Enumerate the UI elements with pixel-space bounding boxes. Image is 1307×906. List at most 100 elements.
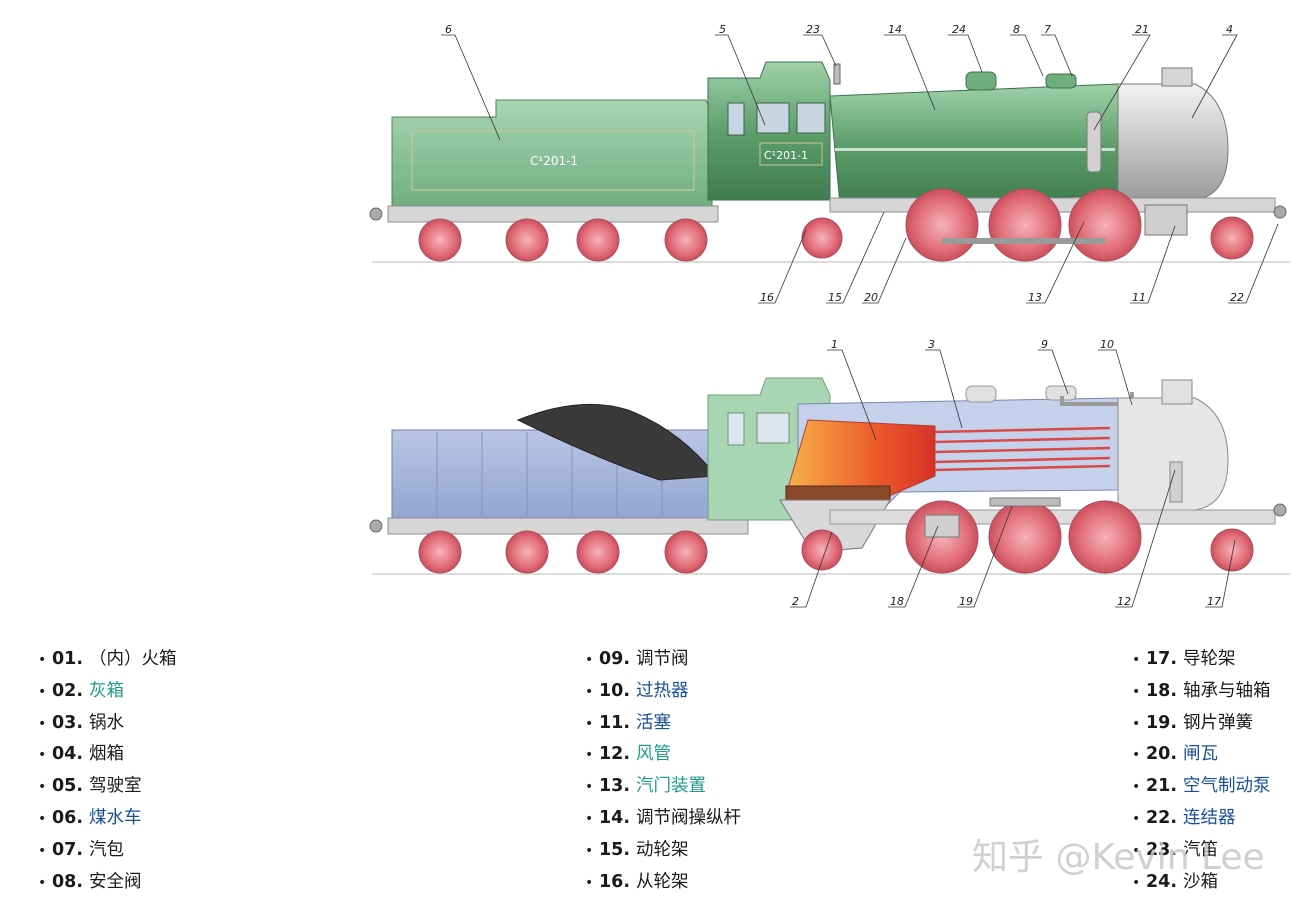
driving-wheel [988, 500, 1062, 574]
legend-item: 04.烟箱 [38, 741, 177, 773]
callout-21: 21 [1135, 23, 1149, 36]
legend-item-number: 12. [599, 744, 631, 765]
driving-wheel [1068, 188, 1142, 262]
legend-item: 18.轴承与轴箱 [1132, 678, 1271, 710]
legend-item-link[interactable]: 风管 [636, 744, 672, 765]
legend-item: 19.钢片弹簧 [1132, 710, 1271, 742]
legend-item-link[interactable]: 闸瓦 [1183, 744, 1219, 765]
legend-item[interactable]: 02.灰箱 [38, 678, 177, 710]
legend-item-link[interactable]: 过热器 [636, 680, 689, 701]
legend-item-label: 调节阀 [636, 649, 689, 669]
wheel [418, 218, 462, 262]
legend-item[interactable]: 20.闸瓦 [1132, 741, 1271, 773]
wheel [505, 530, 549, 574]
coal-pile [516, 403, 717, 481]
legend-item-number: 16. [599, 871, 631, 892]
legend-item[interactable]: 13.汽门装置 [585, 773, 741, 805]
cab-window-bottom-2 [756, 412, 790, 444]
callout-15: 15 [828, 291, 842, 304]
callout-1: 1 [831, 338, 838, 351]
legend-item: 05.驾驶室 [38, 773, 177, 805]
legend-item-link[interactable]: 连结器 [1183, 807, 1236, 828]
callout-10: 10 [1100, 338, 1114, 351]
legend-item-link[interactable]: 汽门装置 [636, 776, 707, 797]
boiler-tubes [934, 426, 1111, 472]
connecting-rod [942, 238, 1105, 244]
legend-item-number: 13. [599, 776, 631, 797]
legend-item: 08.安全阀 [38, 869, 177, 901]
callout-19: 19 [959, 595, 973, 608]
air-pump [1086, 111, 1102, 173]
legend-item-label: 安全阀 [89, 871, 142, 892]
tender-plate-text: C¹201-1 [530, 154, 578, 168]
blast-pipe [1169, 461, 1183, 503]
callout-2: 2 [792, 595, 799, 608]
legend-item-label: 汽笛 [1183, 839, 1219, 860]
smokebox-bottom [1117, 397, 1229, 511]
wheel [576, 530, 620, 574]
cab-window-bottom [727, 412, 745, 446]
legend-item-number: 03. [52, 712, 84, 733]
callout-4: 4 [1226, 23, 1233, 36]
legend-item-number: 01. [52, 649, 84, 669]
legend-item[interactable]: 22.连结器 [1132, 805, 1271, 837]
legend-item[interactable]: 10.过热器 [585, 678, 741, 710]
legend-item-link[interactable]: 空气制动泵 [1183, 776, 1271, 797]
legend-item-number: 10. [599, 680, 631, 701]
wheel [664, 218, 708, 262]
wheel [576, 218, 620, 262]
tender-tank-ribs [436, 432, 663, 516]
legend-item-number: 07. [52, 839, 84, 860]
driving-wheel [1068, 500, 1142, 574]
front-coupler-bottom [1273, 503, 1287, 517]
sand-dome [965, 71, 997, 91]
cab-plate-frame [759, 142, 823, 166]
callout-16: 16 [760, 291, 774, 304]
rear-coupler [369, 207, 383, 221]
boiler-rail [835, 148, 1115, 151]
cab-window-3 [796, 102, 826, 134]
callout-24: 24 [952, 23, 966, 36]
chimney-bottom [1161, 379, 1193, 405]
legend-item-number: 09. [599, 649, 631, 669]
tender-frame-bottom [387, 517, 749, 535]
legend-item-label: 动轮架 [636, 839, 689, 860]
legend-item[interactable]: 06.煤水车 [38, 805, 177, 837]
legend-item-link[interactable]: 煤水车 [89, 807, 142, 828]
legend-item-number: 23. [1146, 839, 1178, 860]
legend-item-number: 05. [52, 776, 84, 797]
wheel [505, 218, 549, 262]
legend-item[interactable]: 12.风管 [585, 741, 741, 773]
legend-item-number: 17. [1146, 649, 1178, 669]
legend-item[interactable]: 11.活塞 [585, 710, 741, 742]
legend-item-label: （内）火箱 [89, 649, 177, 669]
legend-item-link[interactable]: 灰箱 [89, 680, 125, 701]
callout-5: 5 [719, 23, 726, 36]
loco-wheels-top [801, 188, 1254, 262]
legend-item-label: 汽包 [89, 839, 125, 860]
legend-item: 15.动轮架 [585, 837, 741, 869]
chimney [1161, 67, 1193, 87]
rear-coupler-bottom [369, 519, 383, 533]
tender-frame [387, 205, 719, 223]
callout-17: 17 [1207, 595, 1221, 608]
callout-9: 9 [1041, 338, 1048, 351]
legend-item: 16.从轮架 [585, 869, 741, 901]
grate [785, 485, 891, 501]
legend-item: 14.调节阀操纵杆 [585, 805, 741, 837]
wheel [664, 530, 708, 574]
driving-wheel [905, 188, 979, 262]
front-coupler [1273, 205, 1287, 219]
legend-item: 17.导轮架 [1132, 646, 1271, 678]
legend-item: 24.沙箱 [1132, 869, 1271, 901]
legend-item-number: 11. [599, 712, 631, 733]
legend-item-label: 锅水 [89, 712, 125, 733]
legend-item-number: 19. [1146, 712, 1178, 733]
legend-item-label: 调节阀操纵杆 [636, 807, 742, 828]
legend-item[interactable]: 21.空气制动泵 [1132, 773, 1271, 805]
legend-item-label: 导轮架 [1183, 649, 1236, 669]
legend-item-link[interactable]: 活塞 [636, 712, 672, 733]
callout-14: 14 [888, 23, 902, 36]
whistle [833, 63, 841, 85]
legend-item-number: 08. [52, 871, 84, 892]
